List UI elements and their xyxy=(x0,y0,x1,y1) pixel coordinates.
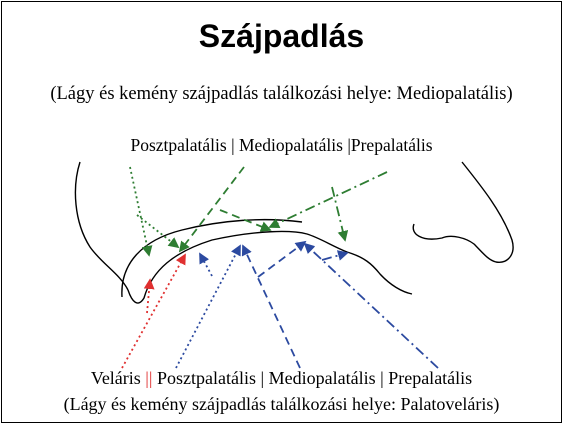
blue-arrow-3 xyxy=(241,244,301,369)
bottom-red-separator: || xyxy=(140,368,158,388)
green-arrow-2 xyxy=(136,214,180,249)
green-arrow-3 xyxy=(178,166,245,253)
nose-outline xyxy=(412,161,514,263)
top-note: (Lágy és kemény szájpadlás találkozási h… xyxy=(50,84,513,104)
palate-outline xyxy=(127,230,413,304)
top-labels: Posztpalatális | Mediopalatális |Prepala… xyxy=(2,135,561,156)
red-arrow-1 xyxy=(121,253,186,369)
back-of-mouth-outline xyxy=(74,161,129,291)
green-arrows xyxy=(129,166,388,257)
top-label-prepalatalis: Prepalatális xyxy=(350,135,433,155)
top-label-mediopalatalis: Mediopalatális xyxy=(238,135,343,155)
bottom-note: (Lágy és kemény szájpadlás találkozási h… xyxy=(63,394,500,414)
green-arrow-6 xyxy=(331,186,349,242)
red-arrow-2 xyxy=(143,278,155,314)
bottom-labels: Veláris || Posztpalatális | Mediopalatál… xyxy=(2,368,561,389)
blue-arrow-4 xyxy=(257,240,307,278)
blue-arrow-1 xyxy=(175,244,241,369)
page-title: Szájpadlás xyxy=(198,18,365,54)
blue-arrows xyxy=(175,240,439,369)
bottom-separator-1: | xyxy=(256,368,269,388)
blue-arrow-6 xyxy=(321,250,349,261)
bottom-label-posztpalatalis: Posztpalatális xyxy=(157,368,256,388)
green-arrow-5 xyxy=(268,171,388,229)
bottom-label-prepalatalis: Prepalatális xyxy=(388,368,473,388)
bottom-separator-2: | xyxy=(375,368,389,388)
green-arrow-4 xyxy=(219,209,272,232)
upper-palate-outline xyxy=(121,218,303,298)
top-separator-1: | xyxy=(226,135,239,155)
top-label-posztpalatalis: Posztpalatális xyxy=(130,135,227,155)
green-arrow-1 xyxy=(129,166,153,257)
face-outline xyxy=(74,161,514,304)
bottom-label-mediopalatalis: Mediopalatális xyxy=(268,368,376,388)
blue-arrow-5 xyxy=(303,242,439,369)
red-arrows xyxy=(121,253,186,369)
bottom-label-velaris: Veláris xyxy=(90,368,141,388)
top-separator-2: | xyxy=(342,135,351,155)
blue-arrow-2 xyxy=(199,252,213,277)
palate-diagram xyxy=(74,161,514,369)
